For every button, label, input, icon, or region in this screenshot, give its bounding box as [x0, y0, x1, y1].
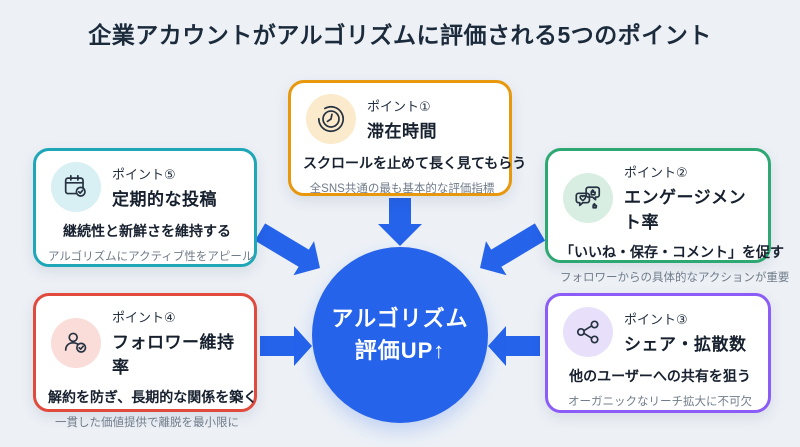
point-name: エンゲージメント率: [624, 188, 747, 232]
point-caption: 一貫した価値提供で離脱を最小限に: [55, 417, 239, 429]
arrow-left-icon: [488, 326, 540, 366]
point-number-label: ポイント③: [624, 312, 688, 327]
point-caption: フォロワーからの具体的なアクションが重要: [560, 272, 790, 284]
card-head: ポイント⑤ 定期的な投稿: [51, 162, 246, 212]
point-card-dwell-time: ポイント① 滞在時間 スクロールを止めて長く見てもらう 全SNS共通の最も基本的…: [288, 80, 527, 196]
card-titles: ポイント⑤ 定期的な投稿: [112, 164, 217, 210]
point-card-share-count: ポイント③ シェア・拡散数 他のユーザーへの共有を狙う オーガニックなリーチ拡大…: [545, 293, 771, 413]
arrow-down-icon: [378, 198, 422, 246]
engagement-reactions-icon: [563, 172, 613, 223]
card-titles: ポイント④ フォロワー維持率: [112, 307, 246, 378]
point-headline: 解約を防ぎ、長期的な関係を築く: [48, 389, 258, 405]
point-name: フォロワー維持率: [112, 333, 235, 377]
share-nodes-icon: [563, 307, 613, 357]
point-headline: 継続性と新鮮さを維持する: [63, 223, 231, 239]
page-title: 企業アカウントがアルゴリズムに評価される5つのポイント: [88, 22, 712, 48]
card-titles: ポイント② エンゲージメント率: [624, 162, 760, 233]
point-card-follower-retention: ポイント④ フォロワー維持率 解約を防ぎ、長期的な関係を築く 一貫した価値提供で…: [33, 293, 258, 429]
arrow-down-left-icon: [480, 223, 546, 276]
point-number-label: ポイント②: [624, 165, 688, 180]
point-card-regular-posting: ポイント⑤ 定期的な投稿 継続性と新鮮さを維持する アルゴリズムにアクティブ性を…: [33, 148, 257, 267]
card-head: ポイント③ シェア・拡散数: [563, 307, 760, 357]
point-number-label: ポイント⑤: [112, 167, 176, 182]
card-head: ポイント① 滞在時間: [306, 94, 501, 144]
point-caption: オーガニックなリーチ拡大に不可欠: [568, 396, 752, 408]
algorithm-score-up-circle: アルゴリズム 評価UP↑: [312, 247, 488, 423]
arrow-down-right-icon: [254, 223, 320, 276]
center-text-line2: 評価UP↑: [354, 338, 446, 363]
card-titles: ポイント③ シェア・拡散数: [624, 309, 747, 355]
point-number-label: ポイント④: [112, 310, 176, 325]
clock-icon: [306, 94, 356, 144]
point-headline: 他のユーザーへの共有を狙う: [569, 368, 751, 384]
person-check-icon: [51, 317, 101, 368]
point-number-label: ポイント①: [367, 99, 431, 114]
point-headline: 「いいね・保存・コメント」を促す: [560, 244, 784, 260]
card-head: ポイント② エンゲージメント率: [563, 162, 760, 233]
point-caption: 全SNS共通の最も基本的な評価指標: [309, 183, 495, 195]
point-name: シェア・拡散数: [624, 335, 747, 354]
card-titles: ポイント① 滞在時間: [367, 96, 437, 142]
point-card-engagement-rate: ポイント② エンゲージメント率 「いいね・保存・コメント」を促す フォロワーから…: [545, 148, 789, 284]
card-head: ポイント④ フォロワー維持率: [51, 307, 246, 378]
point-caption: アルゴリズムにアクティブ性をアピール: [48, 251, 254, 263]
arrow-right-icon: [260, 326, 312, 366]
center-text-line1: アルゴリズム: [331, 306, 469, 332]
point-name: 滞在時間: [367, 122, 437, 141]
calendar-check-icon: [51, 162, 101, 212]
point-headline: スクロールを止めて長く見てもらう: [303, 155, 527, 171]
point-name: 定期的な投稿: [112, 190, 217, 209]
